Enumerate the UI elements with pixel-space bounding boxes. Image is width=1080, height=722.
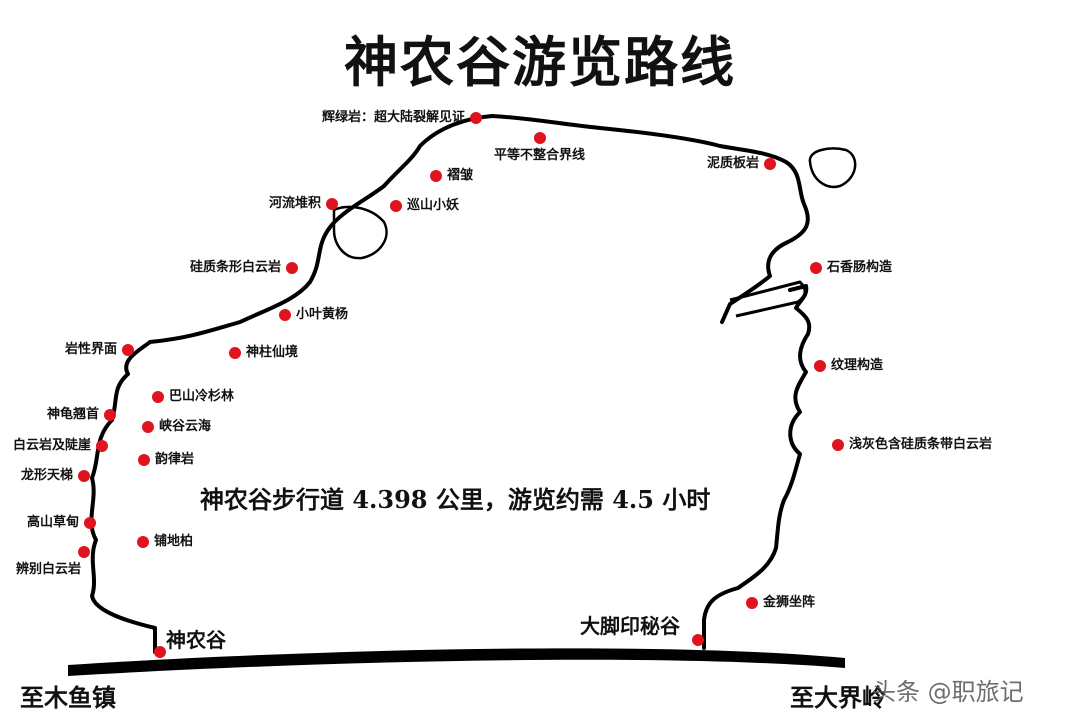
poi-label-ni-zhi: 泥质板岩 xyxy=(706,156,759,171)
poi-marker-long-xing[interactable] xyxy=(78,470,90,482)
watermark: 头条 @职旅记 xyxy=(872,678,1024,706)
poi-label-qian-hui: 浅灰色含硅质条带白云岩 xyxy=(849,437,993,452)
poi-marker-ba-shan[interactable] xyxy=(152,391,164,403)
poi-label-hui-lv-yan: 辉绿岩：超大陆裂解见证 xyxy=(321,110,465,125)
direction-left-label: 至木鱼镇 xyxy=(20,684,116,712)
poi-label-xun-shan: 巡山小妖 xyxy=(407,198,460,213)
trail-line xyxy=(729,280,807,318)
pond xyxy=(808,147,857,189)
trail-line xyxy=(89,114,810,654)
poi-marker-xia-gu[interactable] xyxy=(142,421,154,433)
poi-marker-bai-yun-yan[interactable] xyxy=(96,440,108,452)
poi-marker-gao-shan[interactable] xyxy=(84,517,96,529)
trail-line xyxy=(702,284,812,650)
poi-label-yan-xing: 岩性界面 xyxy=(64,342,117,357)
poi-label-xia-gu: 峡谷云海 xyxy=(159,419,212,434)
entrance-end-label: 大脚印秘谷 xyxy=(580,614,680,638)
poi-marker-zhe-zhou[interactable] xyxy=(430,170,442,182)
poi-label-long-xing: 龙形天梯 xyxy=(20,468,73,483)
page-title: 神农谷游览路线 xyxy=(344,31,736,94)
poi-marker-wen-li[interactable] xyxy=(814,360,826,372)
poi-marker-hui-lv-yan[interactable] xyxy=(470,112,482,124)
poi-label-bai-yun-yan: 白云岩及陡崖 xyxy=(12,438,91,453)
poi-marker-shi-xiang[interactable] xyxy=(810,262,822,274)
poi-marker-yan-xing[interactable] xyxy=(122,344,134,356)
poi-marker-xun-shan[interactable] xyxy=(390,200,402,212)
poi-label-zhe-zhou: 褶皱 xyxy=(447,168,474,183)
poi-marker-qian-hui[interactable] xyxy=(832,439,844,451)
poi-marker-xiao-ye[interactable] xyxy=(279,309,291,321)
road xyxy=(68,648,845,676)
poi-marker-shen-gui[interactable] xyxy=(104,409,116,421)
pond xyxy=(332,205,388,260)
poi-label-gui-zhi: 硅质条形白云岩 xyxy=(189,260,281,275)
poi-marker-gui-zhi[interactable] xyxy=(286,262,298,274)
poi-marker-bian-bie[interactable] xyxy=(78,546,90,558)
route-summary: 神农谷步行道 4.398 公里，游览约需 4.5 小时 xyxy=(200,485,711,514)
poi-label-wen-li: 纹理构造 xyxy=(831,358,884,373)
poi-label-pu-di: 铺地柏 xyxy=(154,534,194,549)
poi-label-bian-bie: 辨别白云岩 xyxy=(16,562,82,577)
poi-marker-jin-shi[interactable] xyxy=(746,597,758,609)
poi-marker-yun-lv[interactable] xyxy=(138,454,150,466)
poi-label-gao-shan: 高山草甸 xyxy=(26,515,79,530)
poi-label-yun-lv: 韵律岩 xyxy=(155,452,195,467)
poi-label-shi-xiang: 石香肠构造 xyxy=(827,260,893,275)
poi-label-he-liu: 河流堆积 xyxy=(268,196,321,211)
direction-right-label: 至大界岭 xyxy=(790,684,886,712)
poi-marker-ping-deng[interactable] xyxy=(534,132,546,144)
poi-marker-he-liu[interactable] xyxy=(326,198,338,210)
poi-label-ba-shan: 巴山冷杉林 xyxy=(169,389,235,404)
poi-label-ping-deng: 平等不整合界线 xyxy=(494,148,586,163)
entrance-end-marker[interactable] xyxy=(692,634,704,646)
poi-marker-shen-zhu[interactable] xyxy=(229,347,241,359)
poi-label-shen-zhu: 神柱仙境 xyxy=(246,345,299,360)
poi-label-shen-gui: 神龟翘首 xyxy=(46,407,99,422)
poi-marker-pu-di[interactable] xyxy=(137,536,149,548)
entrance-start-label: 神农谷 xyxy=(166,628,226,652)
entrance-start-marker[interactable] xyxy=(154,646,166,658)
poi-label-jin-shi: 金狮坐阵 xyxy=(763,595,816,610)
poi-label-xiao-ye: 小叶黄杨 xyxy=(296,307,349,322)
poi-marker-ni-zhi[interactable] xyxy=(764,158,776,170)
